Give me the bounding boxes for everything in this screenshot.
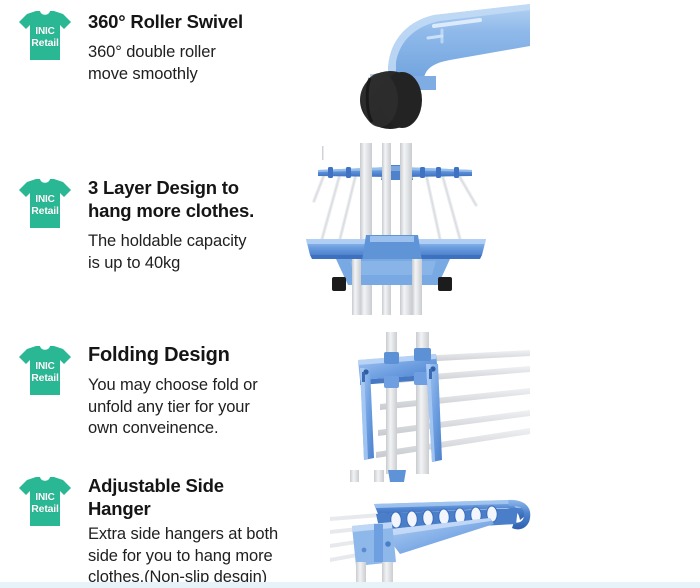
side-hanger-photo: [330, 470, 580, 588]
feature-4-body-line-1: Extra side hangers at both: [88, 525, 279, 543]
feature-3-body-line-3: own conveinence.: [88, 419, 219, 437]
three-layer-rack-photo: [300, 143, 530, 315]
feature-4-body-line-2: side for you to hang more: [88, 546, 273, 565]
feature-3-body-line-2: unfold any tier for your: [88, 397, 250, 416]
feature-4-body-line-3: clothes.(Non-slip desgin): [88, 568, 268, 586]
brand-logo: INIC Retail: [14, 178, 76, 232]
tshirt-icon: [19, 11, 71, 60]
bottom-accent-strip: [0, 582, 700, 588]
feature-3-heading: Folding Design: [88, 344, 230, 366]
folding-bracket-photo: [340, 332, 530, 474]
feature-3-body-line-1: You may choose fold or: [88, 376, 258, 394]
feature-2-body-line-1: The holdable capacity: [88, 232, 247, 250]
brand-logo: INIC Retail: [14, 345, 76, 399]
feature-4-heading-line-1: Adjustable Side: [88, 475, 224, 496]
caster-wheel-photo: [330, 0, 550, 140]
tshirt-icon: [19, 346, 71, 395]
brand-logo: INIC Retail: [14, 10, 76, 64]
feature-4-heading-line-2: Hanger: [88, 498, 151, 519]
tshirt-icon: [19, 179, 71, 228]
brand-logo: INIC Retail: [14, 476, 76, 530]
feature-1-heading: 360° Roller Swivel: [88, 11, 243, 32]
feature-2-heading-line-2: hang more clothes.: [88, 200, 255, 221]
feature-2-heading-line-1: 3 Layer Design to: [88, 177, 239, 198]
tshirt-icon: [19, 477, 71, 526]
feature-2-body-line-2: is up to 40kg: [88, 253, 181, 272]
feature-1-body-line-1: 360° double roller: [88, 43, 216, 61]
feature-1-body-line-2: move smoothly: [88, 64, 198, 83]
